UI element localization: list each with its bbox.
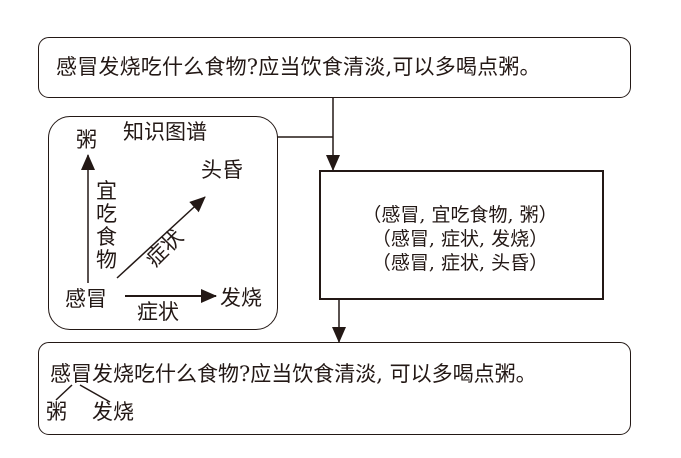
kg-edge-food-relation: 宜吃食物 [96, 179, 117, 272]
input-query-box [38, 37, 631, 98]
annotation-line-food [55, 384, 73, 401]
triple-3: （感冒, 症状, 头昏） [371, 252, 549, 274]
kg-edge-horizontal-relation: 症状 [137, 300, 179, 324]
annotation-line-symptom [79, 384, 111, 403]
kg-node-symptom-headache: 头昏 [201, 158, 243, 182]
annotation-symptom: 发烧 [92, 400, 134, 424]
kg-node-food: 粥 [76, 128, 97, 152]
knowledge-graph-box [48, 116, 278, 330]
output-query-text: 感冒发烧吃什么食物?应当饮食清淡, 可以多喝点粥。 [50, 362, 537, 386]
kg-node-center: 感冒 [65, 287, 107, 311]
kg-arrow-diagonal [116, 196, 206, 279]
triple-1: （感冒, 宜吃食物, 粥） [362, 204, 558, 226]
annotation-food: 粥 [46, 400, 67, 424]
kg-title: 知识图谱 [123, 120, 207, 144]
input-query-text: 感冒发烧吃什么食物?应当饮食清淡,可以多喝点粥。 [56, 55, 541, 79]
triple-2: （感冒, 症状, 发烧） [371, 228, 549, 250]
triples-box [319, 170, 604, 300]
kg-node-symptom-fever: 发烧 [220, 286, 262, 310]
